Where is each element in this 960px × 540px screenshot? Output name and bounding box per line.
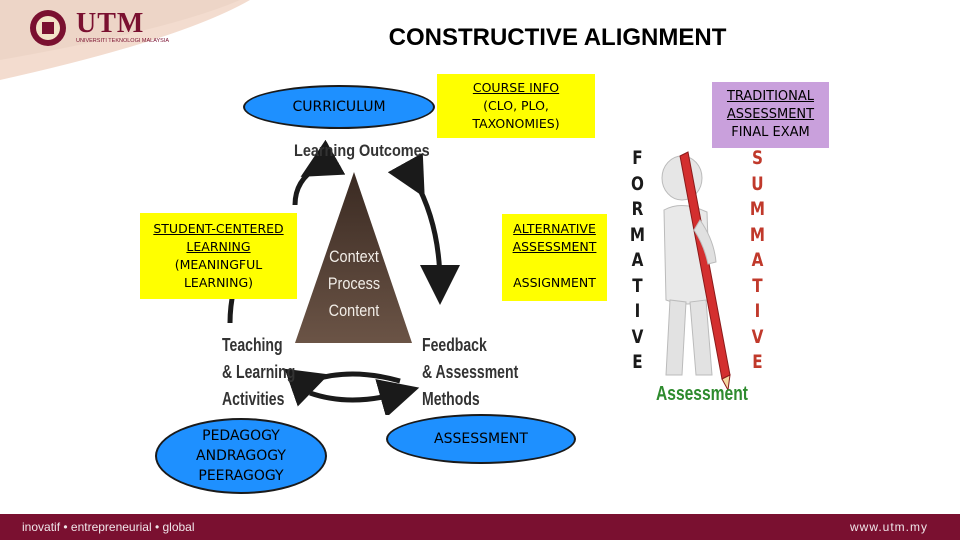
teaching-learning-label: Teaching & Learning Activities (222, 332, 295, 413)
alternative-line-2: ASSESSMENT (512, 239, 597, 254)
summative-letter: E (752, 351, 763, 373)
curriculum-ellipse: CURRICULUM (243, 85, 435, 129)
alternative-assessment-box: ALTERNATIVE ASSESSMENT ASSIGNMENT (502, 214, 607, 301)
context-triangle (295, 172, 412, 343)
assessment-caption: Assessment (656, 383, 748, 405)
course-info-line-3: TAXONOMIES) (472, 116, 560, 131)
student-centered-line-4: LEARNING) (183, 275, 254, 290)
triangle-labels: Context Process Content (323, 243, 384, 324)
summative-letter: T (752, 274, 763, 297)
teaching-line-1: Teaching (222, 335, 283, 355)
arrow-right (387, 152, 460, 305)
triangle-content: Content (328, 301, 380, 320)
traditional-assessment-box: TRADITIONAL ASSESSMENT FINAL EXAM (712, 82, 829, 148)
alternative-line-1: ALTERNATIVE (513, 221, 596, 236)
traditional-line-2: ASSESSMENT (726, 107, 815, 122)
summative-letter: V (751, 325, 764, 348)
summative-letter: M (749, 198, 766, 220)
page-title: CONSTRUCTIVE ALIGNMENT (388, 24, 727, 51)
summative-letters: S U M M A T I V E (750, 146, 765, 376)
course-info-line-1: COURSE INFO (472, 80, 560, 95)
footer-url[interactable]: www.utm.my (849, 520, 928, 534)
assessment-ellipse: ASSESSMENT (386, 414, 576, 464)
student-centered-line-3: (MEANINGFUL (174, 257, 263, 272)
course-info-line-2: (CLO, PLO, (483, 98, 549, 113)
footer-bar: inovatif • entrepreneurial • global www.… (0, 514, 960, 540)
learning-outcomes-label: Learning Outcomes (294, 141, 430, 160)
traditional-line-3: FINAL EXAM (731, 125, 810, 140)
assessment-label: ASSESSMENT (434, 431, 528, 447)
teaching-line-2: & Learning (222, 362, 296, 382)
student-centered-line-2: LEARNING (186, 239, 251, 254)
triangle-process: Process (327, 274, 381, 293)
alternative-line-3: ASSIGNMENT (513, 275, 596, 290)
formative-letter: E (632, 351, 643, 373)
arrow-bottom-top (284, 368, 401, 407)
summative-letter: S (751, 147, 763, 169)
feedback-line-2: & Assessment (422, 362, 519, 382)
traditional-line-1: TRADITIONAL (726, 89, 815, 104)
course-info-box: COURSE INFO (CLO, PLO, TAXONOMIES) (437, 74, 595, 138)
feedback-line-1: Feedback (422, 335, 487, 355)
triangle-context: Context (329, 247, 379, 266)
summative-letter: I (754, 300, 761, 322)
summative-letter: M (749, 223, 766, 246)
utm-logo: UTM UNIVERSITI TEKNOLOGI MALAYSIA (28, 8, 208, 48)
arrow-top-left (292, 139, 346, 206)
formative-letter: V (631, 325, 644, 348)
formative-letters: F O R M A T I V E (630, 146, 645, 376)
summative-letter: U (751, 172, 764, 195)
student-centered-box: STUDENT-CENTERED LEARNING (MEANINGFUL LE… (140, 213, 297, 299)
figure-with-pencil-illustration (661, 151, 731, 390)
pedagogy-ellipse: PEDAGOGY ANDRAGOGY PEERAGOGY (155, 418, 327, 494)
formative-letter: F (632, 147, 643, 169)
pedagogy-line-2: ANDRAGOGY (196, 448, 286, 464)
logo-subtext: UNIVERSITI TEKNOLOGI MALAYSIA (76, 38, 170, 44)
utm-crest-icon (30, 10, 66, 46)
logo-text: UTM (76, 8, 145, 39)
formative-letter: M (629, 223, 646, 246)
formative-letter: O (630, 172, 644, 195)
pedagogy-line-3: PEERAGOGY (198, 468, 284, 484)
formative-letter: A (631, 249, 644, 271)
summative-letter: A (751, 249, 764, 271)
feedback-label: Feedback & Assessment Methods (422, 332, 518, 413)
feedback-line-3: Methods (422, 389, 480, 409)
formative-letter: T (632, 274, 643, 297)
teaching-line-3: Activities (222, 389, 285, 409)
footer-tagline: inovatif • entrepreneurial • global (22, 520, 195, 534)
student-centered-line-1: STUDENT-CENTERED (153, 221, 284, 236)
pencil-icon (679, 151, 731, 390)
formative-letter: R (631, 198, 644, 220)
arrow-bottom-bottom (309, 379, 420, 415)
formative-letter: I (634, 300, 641, 322)
curriculum-label: CURRICULUM (292, 99, 386, 115)
pedagogy-line-1: PEDAGOGY (202, 428, 280, 444)
